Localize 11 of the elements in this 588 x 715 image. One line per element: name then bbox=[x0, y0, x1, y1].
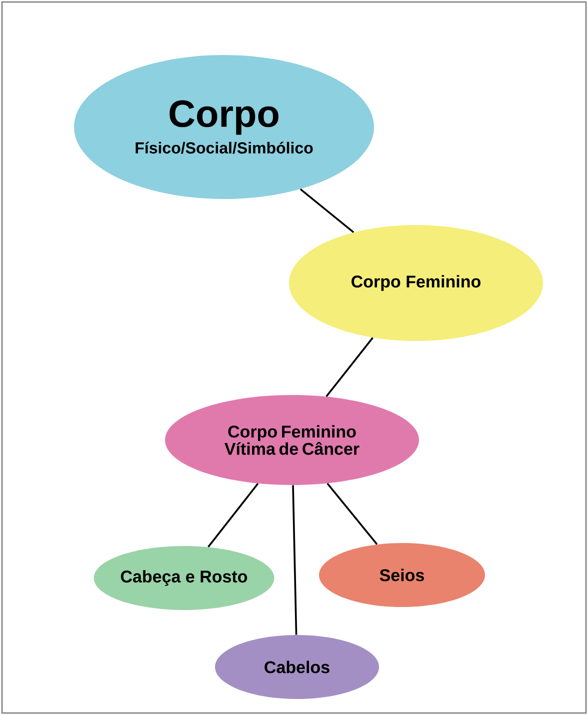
ellipse-node: Corpo Físico/Social/Simbólico bbox=[74, 55, 374, 199]
ellipse-node: Cabelos bbox=[215, 635, 379, 699]
connector-line bbox=[292, 485, 298, 635]
connector-line bbox=[326, 337, 374, 398]
ellipse-node: Cabeça e Rosto bbox=[94, 546, 274, 610]
ellipse-node: Corpo Feminino bbox=[289, 225, 543, 341]
connector-line bbox=[326, 482, 378, 545]
connector-line bbox=[208, 483, 259, 548]
connector-line bbox=[300, 188, 354, 233]
ellipse-node: Seios bbox=[319, 543, 485, 607]
ellipse-node: Corpo Feminino Vítima de Câncer bbox=[165, 395, 419, 485]
